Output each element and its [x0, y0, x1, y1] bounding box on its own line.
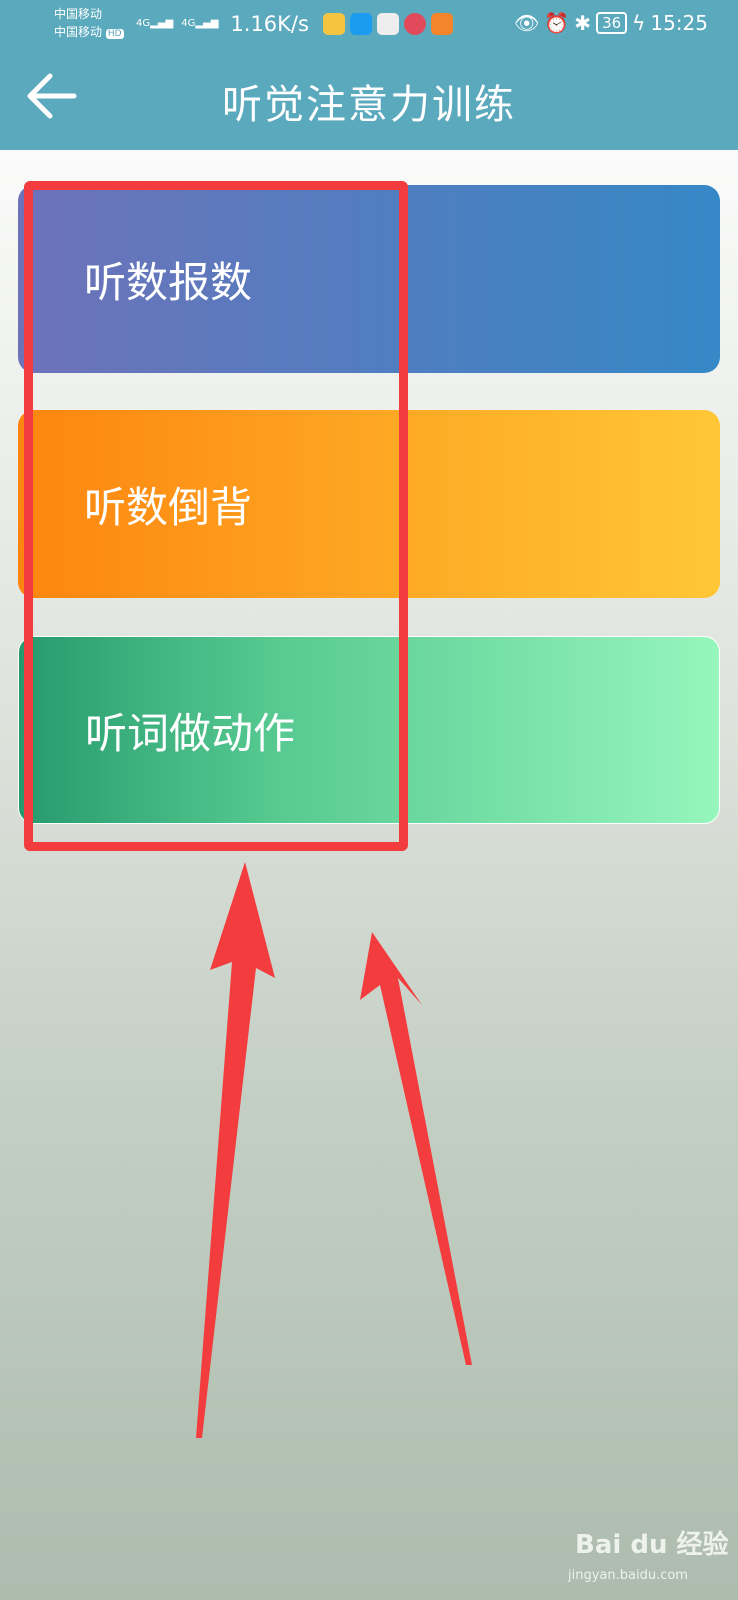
baidu-watermark-url: jingyan.baidu.com: [568, 1568, 688, 1583]
radio-icon: [403, 13, 426, 35]
eye-icon: 👁: [514, 11, 540, 35]
signal-icon: 4G▂▄▆: [181, 18, 219, 29]
charging-icon: ϟ: [632, 11, 646, 35]
battery-icon: 36: [596, 12, 628, 34]
arrow-left-icon[interactable]: [22, 66, 82, 126]
menu-item-reverse-numbers[interactable]: 听数倒背: [18, 410, 720, 598]
status-middle: 4G▂▄▆ 4G▂▄▆ 1.16K/s: [136, 8, 453, 40]
alarm-icon: ⏰: [544, 11, 570, 35]
carrier-2: 中国移动: [54, 25, 103, 39]
carrier-1: 中国移动: [54, 7, 103, 21]
signal-icon: 4G▂▄▆: [136, 18, 174, 29]
status-bar: 中国移动中国移动 HD 4G▂▄▆ 4G▂▄▆ 1.16K/s 👁⏰✱ 36 ϟ…: [0, 0, 738, 48]
menu-item-label: 听数倒背: [84, 482, 253, 532]
baidu-watermark-logo: Bai du 经验: [575, 1530, 729, 1560]
menu-item-count-numbers[interactable]: 听数报数: [18, 185, 720, 373]
network-type-2: 4G: [181, 18, 196, 29]
weibo-icon: [322, 13, 345, 35]
carrier-info: 中国移动中国移动 HD: [54, 5, 124, 43]
menu-item-word-action[interactable]: 听词做动作: [18, 636, 720, 824]
hd-badge: HD: [105, 29, 124, 39]
huawei-icon: [376, 13, 399, 35]
bluetooth-icon: ✱: [574, 11, 592, 35]
app-header: 听觉注意力训练: [0, 48, 738, 150]
clock: 15:25: [650, 11, 708, 35]
annotation-arrow-right: [360, 932, 472, 1365]
annotation-arrow-left: [196, 862, 275, 1438]
video-app-icon: [430, 13, 453, 35]
page-title: 听觉注意力训练: [222, 82, 516, 128]
network-type-1: 4G: [136, 18, 151, 29]
menu-item-label: 听数报数: [84, 257, 253, 307]
network-speed: 1.16K/s: [230, 12, 309, 36]
notification-icons: [322, 13, 453, 35]
status-right: 👁⏰✱ 36 ϟ 15:25: [514, 9, 708, 37]
search-app-icon: [349, 13, 372, 35]
menu-item-label: 听词做动作: [85, 708, 296, 758]
